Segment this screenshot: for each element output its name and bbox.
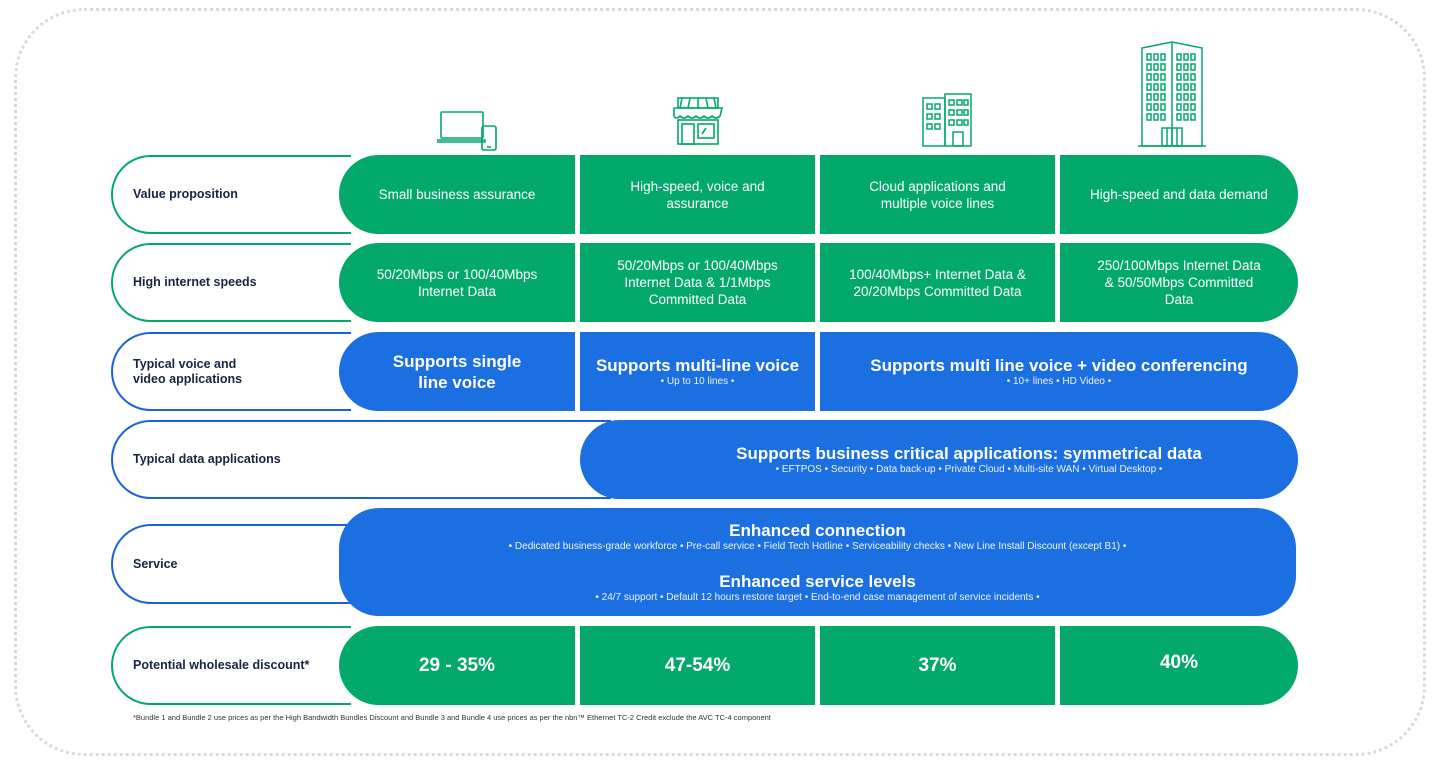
discount-cell-2: 47-54%: [580, 626, 815, 705]
value-cell-text: Cloud applications and multiple voice li…: [869, 178, 1006, 211]
voice-cell-sub: • Up to 10 lines •: [660, 376, 735, 387]
value-cell-text: High-speed, voice and assurance: [630, 178, 765, 211]
discount-value: 29 - 35%: [418, 654, 496, 676]
devices-icon: [437, 111, 497, 151]
footnote: *Bundle 1 and Bundle 2 use prices as per…: [133, 713, 771, 722]
voice-cell-2: Supports multi-line voice • Up to 10 lin…: [580, 332, 815, 411]
row-label-service: Service: [111, 524, 351, 604]
value-cell-text: Small business assurance: [378, 187, 536, 202]
discount-cell-3: 37%: [820, 626, 1055, 705]
service-sub-1: • Dedicated business-grade workforce • P…: [508, 541, 1127, 552]
row-label-voice-video: Typical voice and video applications: [111, 332, 351, 411]
discount-value: 37%: [918, 654, 957, 676]
speed-cell-1: 50/20Mbps or 100/40Mbps Internet Data: [339, 243, 575, 322]
row-label-value-proposition: Value proposition: [111, 155, 351, 234]
service-sub-2: • 24/7 support • Default 12 hours restor…: [595, 592, 1040, 603]
speed-cell-text: 50/20Mbps or 100/40Mbps Internet Data & …: [617, 258, 778, 307]
dotted-frame: [14, 8, 1426, 756]
value-cell-3: Cloud applications and multiple voice li…: [820, 155, 1055, 234]
service-title-1: Enhanced connection: [729, 521, 906, 540]
speed-cell-3: 100/40Mbps+ Internet Data & 20/20Mbps Co…: [820, 243, 1055, 322]
speed-cell-text: 250/100Mbps Internet Data & 50/50Mbps Co…: [1097, 258, 1261, 307]
row-label-data-apps: Typical data applications: [111, 420, 611, 499]
voice-cell-title: Supports multi line voice + video confer…: [870, 356, 1248, 375]
speed-cell-text: 50/20Mbps or 100/40Mbps Internet Data: [376, 266, 538, 299]
service-cell: Enhanced connection • Dedicated business…: [339, 508, 1296, 616]
value-cell-1: Small business assurance: [339, 155, 575, 234]
office-building-icon: [922, 93, 972, 147]
discount-cell-4: 40%: [1060, 626, 1298, 705]
voice-cell-1: Supports single line voice: [339, 332, 575, 411]
discount-value: 40%: [1159, 651, 1199, 673]
shop-icon: [673, 97, 724, 145]
value-cell-4: High-speed and data demand: [1060, 155, 1298, 234]
row-label-internet-speeds: High internet speeds: [111, 243, 351, 322]
value-cell-2: High-speed, voice and assurance: [580, 155, 815, 234]
value-cell-text: High-speed and data demand: [1090, 187, 1268, 202]
voice-cell-3: Supports multi line voice + video confer…: [820, 332, 1298, 411]
data-apps-sub: • EFTPOS • Security • Data back-up • Pri…: [775, 464, 1163, 475]
speed-cell-4: 250/100Mbps Internet Data & 50/50Mbps Co…: [1060, 243, 1298, 322]
service-title-2: Enhanced service levels: [719, 572, 916, 591]
speed-cell-2: 50/20Mbps or 100/40Mbps Internet Data & …: [580, 243, 815, 322]
tower-building-icon: [1138, 41, 1206, 147]
speed-cell-text: 100/40Mbps+ Internet Data & 20/20Mbps Co…: [849, 266, 1026, 299]
voice-cell-sub: • 10+ lines • HD Video •: [1006, 376, 1112, 387]
discount-value: 47-54%: [664, 654, 731, 676]
voice-cell-title: Supports multi-line voice: [595, 356, 800, 375]
data-apps-cell: Supports business critical applications:…: [580, 420, 1298, 499]
discount-cell-1: 29 - 35%: [339, 626, 575, 705]
row-label-discount: Potential wholesale discount*: [111, 626, 351, 705]
voice-cell-title: Supports single line voice: [392, 351, 522, 392]
data-apps-title: Supports business critical applications:…: [736, 444, 1202, 463]
